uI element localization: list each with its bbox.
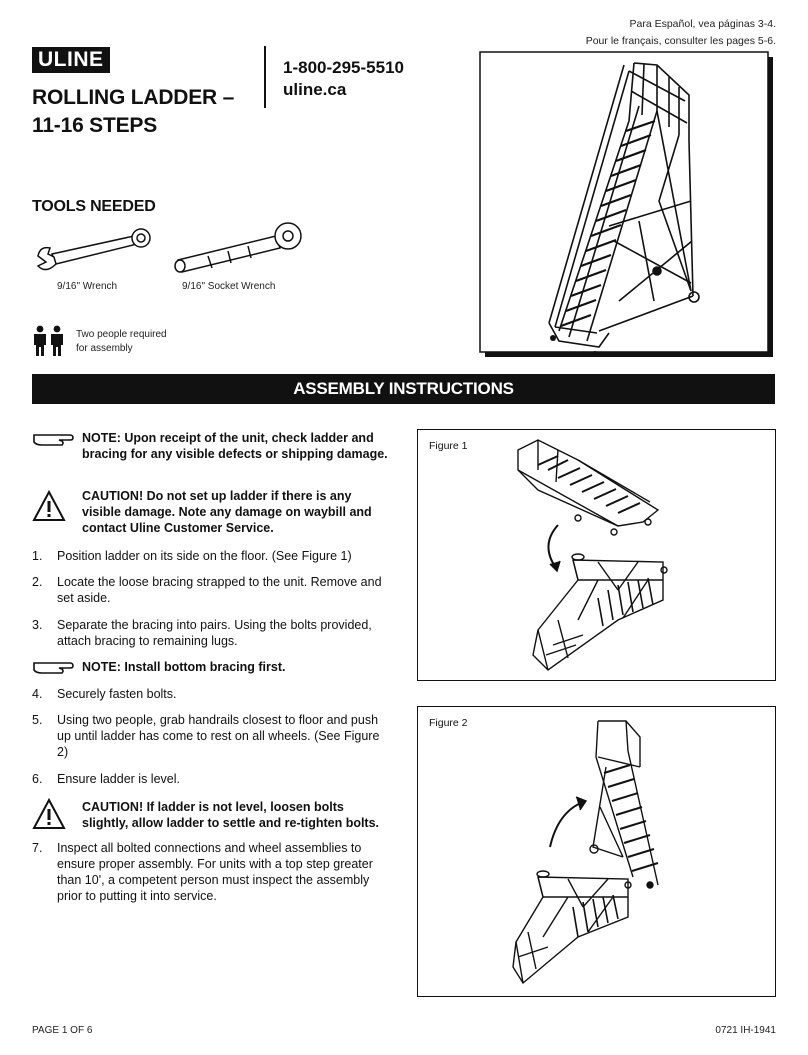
step-5-text: Using two people, grab handrails closest… [57, 713, 380, 759]
figure-2-label: Figure 2 [429, 717, 468, 729]
step-7-num: 7. [32, 841, 43, 855]
figure-1: Figure 1 [417, 429, 776, 681]
step-6: 6. Ensure ladder is level. [32, 771, 392, 787]
hand-pointer-icon [32, 658, 74, 681]
header-divider [264, 46, 266, 108]
page-title: ROLLING LADDER – 11-16 STEPS [32, 84, 272, 140]
step-2: 2. Locate the loose bracing strapped to … [32, 574, 392, 606]
step-5-num: 5. [32, 713, 43, 727]
step-5: 5. Using two people, grab handrails clos… [32, 712, 392, 760]
step-1: 1. Position ladder on its side on the fl… [32, 548, 392, 564]
uline-logo: ULINE [32, 47, 110, 73]
people-line-2: for assembly [76, 343, 133, 354]
people-line-1: Two people required [76, 329, 167, 340]
step-1-text: Position ladder on its side on the floor… [57, 549, 352, 563]
figure-1-drawing [517, 439, 668, 671]
document-code: 0721 IH-1941 [715, 1025, 776, 1036]
figure-2: Figure 2 [417, 706, 776, 997]
ladder-illustration [479, 51, 775, 359]
people-required-note: Two people required for assembly [76, 328, 167, 356]
language-note: Para Español, vea páginas 3-4. Pour le f… [586, 16, 776, 50]
wrench-icon [34, 224, 154, 279]
website-link[interactable]: uline.ca [283, 80, 347, 99]
step-6-num: 6. [32, 772, 43, 786]
step-4-text: Securely fasten bolts. [57, 687, 177, 701]
step-3-text: Separate the bracing into pairs. Using t… [57, 618, 372, 648]
note-bottom-bracing: NOTE: Install bottom bracing first. [82, 660, 286, 674]
step-7: 7. Inspect all bolted connections and wh… [32, 840, 392, 904]
socket-wrench-caption: 9/16" Socket Wrench [182, 281, 276, 292]
caution-level: CAUTION! If ladder is not level, loosen … [82, 800, 380, 830]
caution-icon [32, 797, 66, 835]
step-7-text: Inspect all bolted connections and wheel… [57, 841, 373, 903]
phone-number: 1-800-295-5510 [283, 58, 404, 77]
two-people-icon [32, 325, 66, 362]
wrench-caption: 9/16" Wrench [57, 281, 118, 292]
title-line-1: ROLLING LADDER – [32, 86, 235, 109]
page-number: PAGE 1 OF 6 [32, 1025, 93, 1036]
figure-1-label: Figure 1 [429, 440, 468, 452]
step-4: 4. Securely fasten bolts. [32, 686, 392, 702]
note-inspect: NOTE: Upon receipt of the unit, check la… [82, 431, 388, 461]
step-2-text: Locate the loose bracing strapped to the… [57, 575, 382, 605]
step-1-num: 1. [32, 549, 43, 563]
step-4-num: 4. [32, 687, 43, 701]
title-line-2: 11-16 STEPS [32, 114, 158, 137]
caution-icon [32, 489, 66, 527]
step-3: 3. Separate the bracing into pairs. Usin… [32, 617, 392, 649]
socket-wrench-icon [168, 220, 308, 281]
step-6-text: Ensure ladder is level. [57, 772, 180, 786]
language-note-fr: Pour le français, consulter les pages 5-… [585, 35, 776, 47]
step-2-num: 2. [32, 575, 43, 589]
section-heading: ASSEMBLY INSTRUCTIONS [32, 374, 775, 404]
language-note-es: Para Español, vea páginas 3-4. [629, 18, 776, 30]
figure-2-drawing [512, 720, 659, 985]
tools-heading: TOOLS NEEDED [32, 198, 156, 215]
step-3-num: 3. [32, 618, 43, 632]
caution-damage: CAUTION! Do not set up ladder if there i… [82, 489, 372, 535]
hand-pointer-icon [32, 430, 74, 453]
